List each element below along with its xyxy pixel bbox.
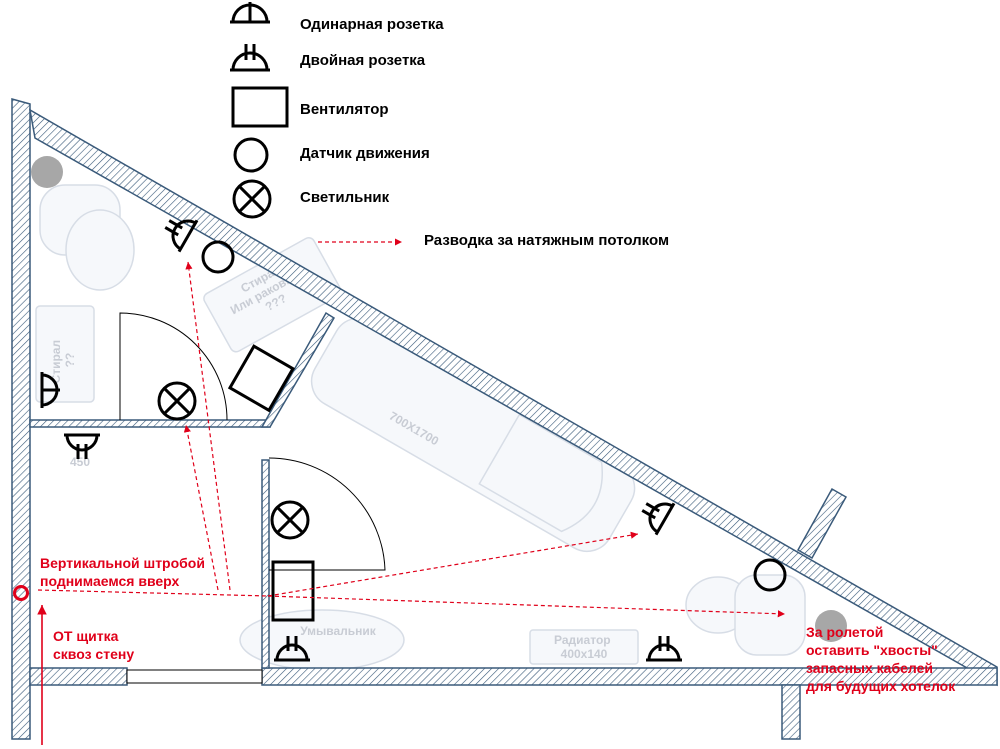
furniture: Стирал ?? Стирал Или раковина ??? 700X17… [31, 156, 847, 671]
legend-motion-sensor: Датчик движения [300, 145, 430, 162]
entry-point-icon [13, 585, 29, 601]
toilet-bowl [65, 209, 135, 291]
pipe-right [815, 610, 847, 642]
note-vertical-chase: Вертикальной штробой поднимаемся вверх [40, 555, 209, 589]
lamp-lower [270, 500, 310, 540]
double-socket-partition [64, 433, 100, 459]
note-vertical-chase-line1: Вертикальной штробой [40, 555, 205, 571]
legend-fan: Вентилятор [300, 101, 389, 118]
lamp-icon [232, 179, 272, 219]
double-socket-upper [164, 219, 199, 253]
motion-sensor-lower [753, 558, 787, 592]
wiring [13, 261, 786, 745]
partition-horizontal [29, 419, 271, 428]
note-from-panel-line1: ОТ щитка [53, 628, 119, 644]
note-behind-shutter-line4: для будущих хотелок [806, 678, 956, 694]
lamp-upper [157, 381, 197, 421]
double-socket-radiator [646, 636, 682, 662]
wall-post [781, 684, 801, 740]
washer-left-label: Стирал ?? [49, 337, 77, 384]
electrical [40, 219, 787, 662]
single-socket-left [40, 372, 60, 408]
washer-left-line1: Стирал [49, 340, 63, 384]
wall-bottom-left [29, 667, 128, 686]
legend-lamp: Светильник [300, 189, 390, 206]
wire-to-diagonal-socket [267, 531, 639, 597]
legend-single-socket: Одинарная розетка [300, 16, 444, 33]
wall-stub [796, 487, 848, 560]
bathtub [310, 317, 636, 553]
door-arc-lower [268, 457, 386, 571]
doors [119, 312, 386, 571]
note-behind-shutter-line1: За ролетой [806, 624, 883, 640]
toilet-right-tank [734, 574, 806, 656]
washbasin-label: Умывальник [300, 624, 377, 638]
motion-sensor-icon [233, 137, 269, 173]
wire-to-upper-lamp [183, 424, 219, 591]
door-arc-upper [119, 312, 228, 421]
wire-to-upper-socket [185, 261, 231, 591]
wire-to-shutter [267, 595, 786, 618]
double-socket-icon [230, 44, 270, 72]
partition-diagonal [260, 311, 336, 428]
wire-horizontal-left [37, 589, 269, 597]
note-from-panel: ОТ щитка сквоз стену [53, 628, 134, 662]
pipe-left [31, 156, 63, 188]
note-behind-shutter-line3: запасных кабелей [806, 660, 933, 676]
note-from-panel-line2: сквоз стену [53, 646, 134, 662]
note-behind-shutter-line2: оставить "хвосты" [806, 642, 938, 658]
note-vertical-chase-line2: поднимаемся вверх [40, 573, 180, 589]
notes: Вертикальной штробой поднимаемся вверх О… [40, 555, 956, 694]
motion-sensor-upper [201, 240, 235, 274]
radiator [529, 629, 639, 665]
single-socket-icon [230, 2, 270, 24]
fan-icon [231, 86, 289, 128]
partition-vertical [261, 459, 270, 669]
legend-double-socket: Двойная розетка [300, 52, 426, 69]
radiator-line2: 400x140 [561, 647, 608, 661]
radiator-label: Радиатор 400x140 [554, 633, 614, 661]
washer-or-sink [203, 237, 342, 353]
doorway-bottom [126, 669, 263, 684]
radiator-line1: Радиатор [554, 633, 611, 647]
legend-ceiling-wiring: Разводка за натяжным потолком [424, 232, 669, 249]
legend: Одинарная розетка Двойная розетка Вентил… [230, 2, 669, 249]
walls [11, 98, 998, 740]
double-socket-washbasin [274, 636, 310, 662]
note-behind-shutter: За ролетой оставить "хвосты" запасных ка… [806, 624, 956, 694]
fan-upper [227, 344, 295, 413]
washer-left-line2: ?? [63, 353, 77, 368]
fan-lower [271, 560, 315, 622]
double-socket-lower-diagonal [641, 502, 676, 536]
wall-left [11, 98, 31, 740]
